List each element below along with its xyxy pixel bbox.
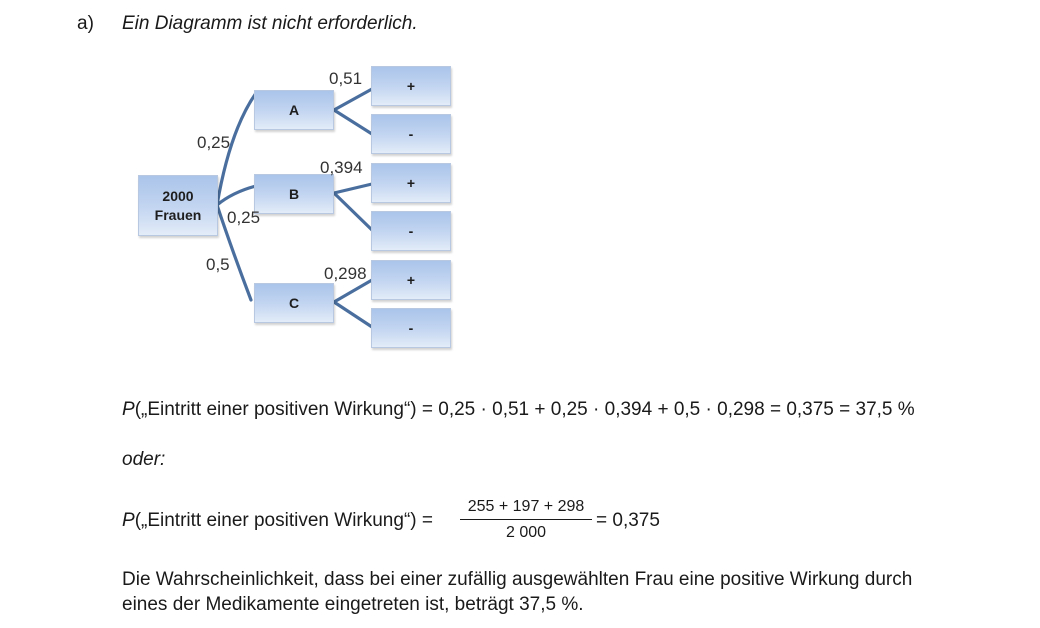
root-box: 2000 Frauen bbox=[138, 175, 218, 236]
fraction-numerator: 255 + 197 + 298 bbox=[460, 497, 592, 520]
formula-2-lhs: P(„Eintritt einer positiven Wirkung“) = bbox=[122, 510, 433, 532]
sub-prob-label-c: 0,298 bbox=[324, 264, 367, 283]
formula-2-fraction: 255 + 197 + 298 2 000 bbox=[460, 497, 592, 544]
leaf-b-plus: + bbox=[371, 163, 451, 203]
node-a-box: A bbox=[254, 90, 334, 130]
formula-1: P(„Eintritt einer positiven Wirkung“) = … bbox=[122, 399, 915, 421]
sub-prob-label-a: 0,51 bbox=[329, 69, 363, 88]
branch-line-a bbox=[215, 91, 258, 207]
formula-2-p: P bbox=[122, 510, 135, 531]
conclusion-line-1: Die Wahrscheinlichkeit, dass bei einer z… bbox=[122, 569, 913, 590]
formula-2-result: = 0,375 bbox=[596, 510, 660, 531]
fraction-denominator: 2 000 bbox=[505, 524, 547, 541]
leaf-b-minus: - bbox=[371, 211, 451, 251]
sub-line-c bbox=[332, 278, 374, 329]
formula-1-event: („Eintritt einer positiven Wirkung“) bbox=[134, 399, 417, 420]
prob-label-a: 0,25 bbox=[197, 133, 231, 152]
root-line1: 2000 bbox=[162, 187, 194, 204]
formula-1-rhs: = 0,25 · 0,51 + 0,25 · 0,394 + 0,5 · 0,2… bbox=[416, 399, 915, 420]
branch-line-c bbox=[215, 203, 253, 302]
oder-label: oder: bbox=[122, 449, 166, 470]
sub-line-a bbox=[332, 87, 374, 136]
sub-prob-label-b: 0,394 bbox=[320, 158, 363, 177]
branch-line-b bbox=[215, 184, 258, 207]
prob-label-b: 0,25 bbox=[227, 208, 261, 227]
section-note: Ein Diagramm ist nicht erforderlich. bbox=[122, 13, 418, 34]
leaf-c-minus: - bbox=[371, 308, 451, 348]
node-b-box: B bbox=[254, 174, 334, 214]
root-line2: Frauen bbox=[154, 206, 202, 223]
node-c-box: C bbox=[254, 283, 334, 323]
prob-label-c: 0,5 bbox=[206, 255, 230, 274]
tree-line-group bbox=[215, 87, 374, 329]
formula-1-p: P bbox=[122, 399, 135, 420]
formula-2-event: („Eintritt einer positiven Wirkung“) = bbox=[134, 510, 433, 531]
sub-line-b bbox=[332, 182, 374, 232]
leaf-a-minus: - bbox=[371, 114, 451, 154]
leaf-c-plus: + bbox=[371, 260, 451, 300]
leaf-a-plus: + bbox=[371, 66, 451, 106]
section-label: a) bbox=[77, 13, 94, 34]
conclusion-line-2: eines der Medikamente eingetreten ist, b… bbox=[122, 594, 584, 615]
